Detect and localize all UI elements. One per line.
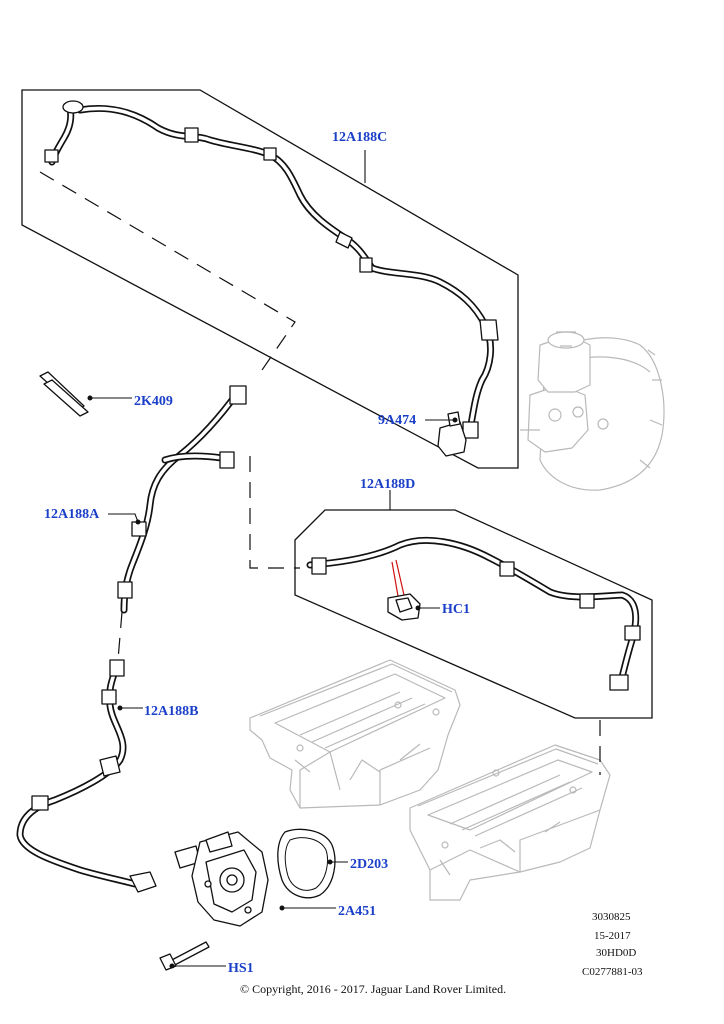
label-12A188A: 12A188A [44, 507, 100, 522]
meta-line-1: 3030825 [592, 911, 631, 923]
part-2D203-gasket [277, 828, 336, 899]
label-leaders [87, 150, 458, 969]
dashed-link-a-to-b [117, 611, 123, 661]
pipe-12A188B [16, 659, 157, 893]
label-2K409: 2K409 [134, 394, 173, 409]
engine-sump-upper-ghost [249, 659, 461, 809]
label-HS1: HS1 [228, 961, 254, 976]
red-indicator-lines [391, 559, 405, 597]
brake-booster-assembly [520, 331, 665, 491]
frame-12A188D [294, 509, 653, 719]
part-2A451-vacuum-pump [174, 831, 269, 927]
label-2A451: 2A451 [338, 904, 376, 919]
label-9A474: 9A474 [378, 413, 416, 428]
engine-sump-lower-ghost [409, 744, 611, 901]
frame-12A188C [21, 89, 519, 469]
meta-line-3: 30HD0D [596, 947, 636, 959]
meta-line-4: C0277881-03 [582, 966, 643, 978]
part-HC1-clip [387, 593, 421, 621]
part-2K409-clip [39, 371, 89, 417]
label-12A188C: 12A188C [332, 130, 387, 145]
part-9A474-sensor [437, 411, 467, 457]
copyright-notice: © Copyright, 2016 - 2017. Jaguar Land Ro… [240, 982, 506, 996]
pipe-12A188C [44, 100, 499, 439]
label-2D203: 2D203 [350, 857, 388, 872]
meta-line-2: 15-2017 [594, 930, 631, 942]
pipe-12A188A [117, 385, 247, 614]
dashed-link-c-to-a [39, 171, 296, 371]
pipe-12A188D [306, 536, 641, 691]
dashed-link-a-to-d [249, 456, 300, 569]
label-12A188B: 12A188B [144, 704, 198, 719]
label-12A188D: 12A188D [360, 477, 415, 492]
label-HC1: HC1 [442, 602, 470, 617]
